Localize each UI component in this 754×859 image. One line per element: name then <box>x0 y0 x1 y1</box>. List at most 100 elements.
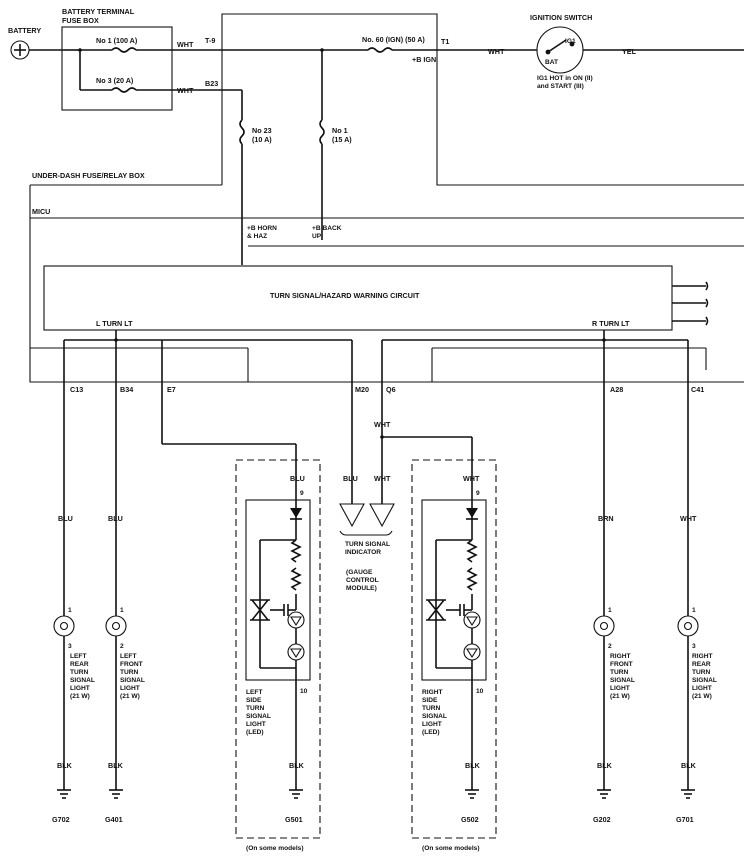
connector-e7: E7 <box>167 385 176 394</box>
connector-q6: Q6 <box>386 385 396 394</box>
svg-text:TURN: TURN <box>610 669 629 676</box>
svg-text:2: 2 <box>608 643 612 650</box>
svg-text:RIGHT: RIGHT <box>610 653 631 660</box>
svg-text:REAR: REAR <box>70 661 89 668</box>
svg-text:LIGHT: LIGHT <box>422 721 442 728</box>
svg-text:(21 W): (21 W) <box>120 693 140 700</box>
svg-text:(21 W): (21 W) <box>70 693 90 700</box>
fuse-no1-100a-icon <box>111 47 137 53</box>
svg-text:BRN: BRN <box>598 514 614 523</box>
left-side-turn-signal-led-icon <box>245 499 311 681</box>
svg-text:SIDE: SIDE <box>246 697 262 704</box>
wire-color-wht-q6: WHT <box>374 420 391 429</box>
right-front-turn-signal-light: BRN 1 2 RIGHT FRONT TURN SIGNAL LIGHT (2… <box>593 514 635 824</box>
indicator-wire-wht: WHT <box>374 474 391 483</box>
turn-signal-indicator-icon <box>339 503 395 536</box>
svg-text:2: 2 <box>120 643 124 650</box>
svg-text:No 1: No 1 <box>332 126 348 135</box>
connector-b34: B34 <box>120 385 133 394</box>
svg-text:1: 1 <box>608 607 612 614</box>
svg-text:BLK: BLK <box>57 761 73 770</box>
svg-text:TURN: TURN <box>246 705 265 712</box>
b-horn-haz-label: +B HORN & HAZ <box>247 225 277 240</box>
left-side-led-optional-frame <box>235 459 321 839</box>
svg-text:No 23: No 23 <box>252 126 272 135</box>
connector-t1: T1 <box>441 37 449 46</box>
left-led-wire-blk: BLK <box>289 761 305 770</box>
svg-text:+B BACK: +B BACK <box>312 225 342 232</box>
right-led-pin-9: 9 <box>476 490 480 497</box>
right-led-wire-wht: WHT <box>463 474 480 483</box>
left-side-led-label: LEFT SIDE TURN SIGNAL LIGHT (LED) <box>246 689 271 736</box>
connector-frame <box>29 185 744 383</box>
turn-signal-hazard-circuit-box <box>43 265 673 331</box>
ground-g701: G701 <box>676 815 694 824</box>
svg-text:1: 1 <box>120 607 124 614</box>
left-led-pin-9: 9 <box>300 490 304 497</box>
svg-text:SIGNAL: SIGNAL <box>692 677 717 684</box>
fuse-no23-10a-icon <box>239 119 245 145</box>
micu-label: MICU <box>32 207 50 216</box>
left-led-note: (On some models) <box>246 845 304 852</box>
svg-text:BLK: BLK <box>597 761 613 770</box>
r-turn-lt-label: R TURN LT <box>592 319 630 328</box>
connector-c13: C13 <box>70 385 83 394</box>
wire-color-wht-t9: WHT <box>177 40 194 49</box>
svg-text:+B HORN: +B HORN <box>247 225 277 232</box>
b-backup-label: +B BACK UP <box>312 225 342 240</box>
ignition-switch-title: IGNITION SWITCH <box>530 13 592 22</box>
svg-text:SIGNAL: SIGNAL <box>120 677 145 684</box>
fuse-no23-10a-label: No 23 (10 A) <box>252 126 272 144</box>
right-side-turn-signal-led-icon <box>421 499 487 681</box>
b-ign-label: +B IGN <box>412 55 436 64</box>
svg-text:TURN SIGNAL: TURN SIGNAL <box>345 541 390 548</box>
svg-text:3: 3 <box>68 643 72 650</box>
ground-g501: G501 <box>285 815 303 824</box>
svg-text:RIGHT: RIGHT <box>692 653 713 660</box>
svg-text:SIDE: SIDE <box>422 697 438 704</box>
ground-g202: G202 <box>593 815 611 824</box>
right-led-note: (On some models) <box>422 845 480 852</box>
bulb-icon <box>677 615 699 637</box>
svg-text:MODULE): MODULE) <box>346 585 377 592</box>
connector-b23: B23 <box>205 79 218 88</box>
svg-text:FRONT: FRONT <box>610 661 633 668</box>
l-turn-lt-label: L TURN LT <box>96 319 133 328</box>
svg-text:LEFT: LEFT <box>70 653 86 660</box>
svg-text:(21 W): (21 W) <box>610 693 630 700</box>
svg-text:LIGHT: LIGHT <box>692 685 712 692</box>
svg-text:BLK: BLK <box>108 761 124 770</box>
right-led-pin-10: 10 <box>476 688 484 695</box>
ignition-ig1-label: IG1 <box>565 38 576 45</box>
svg-text:& HAZ: & HAZ <box>247 233 267 240</box>
battery-terminal-fuse-box <box>61 26 173 111</box>
right-side-led-label: RIGHT SIDE TURN SIGNAL LIGHT (LED) <box>422 689 447 736</box>
svg-text:LIGHT: LIGHT <box>120 685 140 692</box>
battery-label: BATTERY <box>8 26 41 35</box>
fuse-no1-15a-icon <box>319 119 325 145</box>
svg-text:LEFT: LEFT <box>120 653 136 660</box>
svg-text:TURN: TURN <box>422 705 441 712</box>
svg-text:BLK: BLK <box>681 761 697 770</box>
ignition-switch-icon <box>536 26 584 74</box>
svg-text:INDICATOR: INDICATOR <box>345 549 381 556</box>
svg-text:LEFT: LEFT <box>246 689 262 696</box>
fuse-no60-ign-icon <box>367 47 393 53</box>
circuit-output-arrows <box>672 281 709 326</box>
connector-t9: T-9 <box>205 36 215 45</box>
svg-text:FUSE BOX: FUSE BOX <box>62 16 99 25</box>
left-front-turn-signal-light: BLU 1 2 LEFT FRONT TURN SIGNAL LIGHT (21… <box>105 514 145 824</box>
svg-text:SIGNAL: SIGNAL <box>422 713 447 720</box>
under-dash-fuse-box-label: UNDER-DASH FUSE/RELAY BOX <box>32 171 145 180</box>
ignition-bat-label: BAT <box>545 59 558 66</box>
svg-text:(21 W): (21 W) <box>692 693 712 700</box>
wire-color-wht-ign: WHT <box>488 47 505 56</box>
svg-text:3: 3 <box>692 643 696 650</box>
svg-text:BLU: BLU <box>108 514 123 523</box>
svg-text:1: 1 <box>692 607 696 614</box>
svg-text:and START (III): and START (III) <box>537 83 584 90</box>
connector-c41: C41 <box>691 385 704 394</box>
fuse-no60-ign-label: No. 60 (IGN) (50 A) <box>362 35 425 44</box>
turn-signal-indicator-label: TURN SIGNAL INDICATOR <box>345 541 390 556</box>
bulb-icon <box>105 615 127 637</box>
